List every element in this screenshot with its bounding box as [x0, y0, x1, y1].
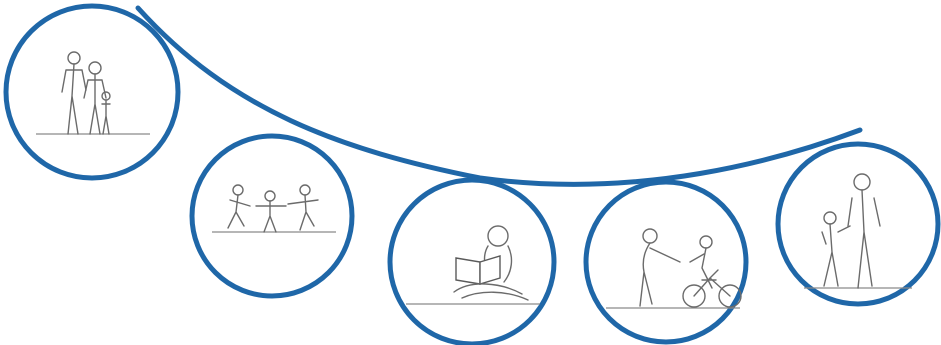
- stage-ring: [586, 182, 746, 342]
- stage-bicycle-teaching: [586, 182, 746, 342]
- stage-ring: [778, 144, 938, 304]
- stage-parent-child-walking: [778, 144, 938, 304]
- stage-child-reading: [390, 180, 554, 344]
- stage-children-running: [192, 136, 352, 296]
- stage-ring: [6, 6, 178, 178]
- stage-ring: [192, 136, 352, 296]
- stage-family-standing: [6, 6, 178, 178]
